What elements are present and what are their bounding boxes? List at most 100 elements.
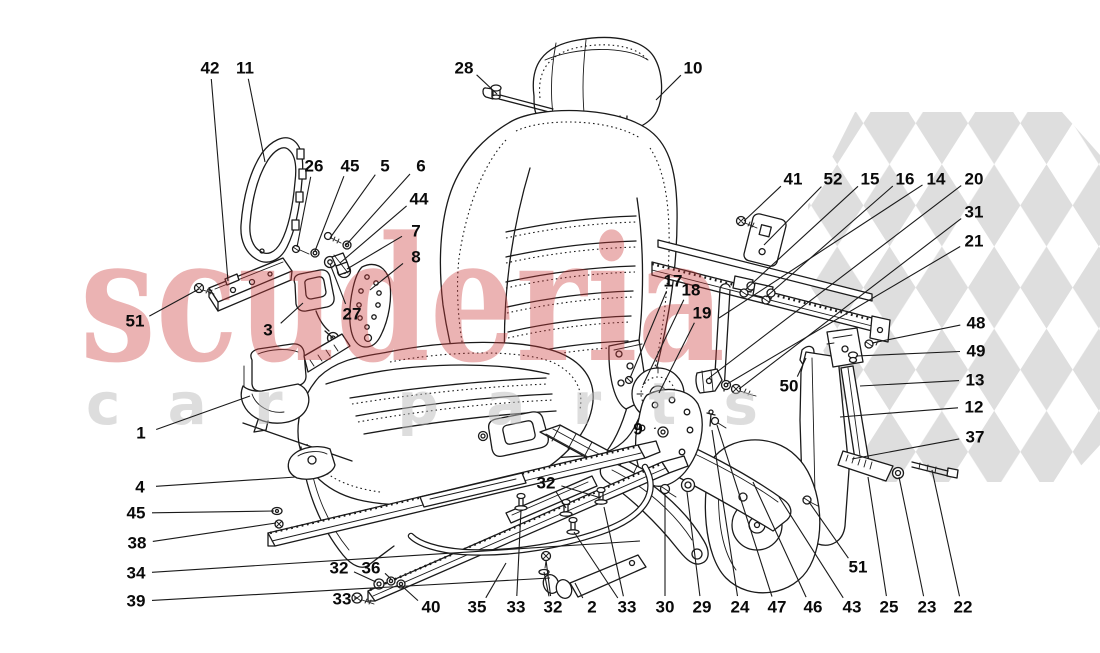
callout-leader-line: [369, 262, 404, 291]
callout-leader-line: [642, 299, 685, 386]
callout-leader-line: [871, 324, 961, 344]
callout-label: 4: [135, 478, 145, 497]
callout-leader-line: [329, 174, 376, 239]
belt-retractor: [240, 333, 351, 433]
callout-leader-line: [726, 246, 961, 385]
callout-leader-line: [296, 176, 312, 248]
callout-label: 38: [128, 534, 147, 553]
callout-leader-line: [543, 571, 550, 597]
callout-label: 27: [343, 305, 362, 324]
callout-leader-line: [345, 173, 411, 246]
callout-leader-line: [156, 395, 251, 431]
callout-label: 20: [965, 170, 984, 189]
callout-label: 8: [411, 248, 420, 267]
callout-label: 32: [544, 598, 563, 617]
callout-leader-line: [851, 438, 960, 460]
callout-leader-line: [155, 476, 297, 487]
watermark-tagline: car parts: [86, 370, 758, 438]
callout-label: 33: [618, 598, 637, 617]
callout-leader-line: [339, 205, 407, 264]
callout-label: 12: [965, 398, 984, 417]
callout-label: 48: [967, 314, 986, 333]
callout-label: 32: [330, 559, 349, 578]
callout-leader-line: [516, 509, 522, 597]
callout-label: 40: [422, 598, 441, 617]
callout-leader-line: [329, 263, 347, 305]
callout-label: 41: [784, 170, 803, 189]
callout-leader-line: [763, 186, 822, 246]
callout-leader-line: [658, 322, 695, 394]
callout-leader-line: [353, 571, 377, 583]
callout-label: 24: [731, 598, 750, 617]
callout-label: 2: [587, 598, 596, 617]
callout-leader-line: [149, 288, 200, 317]
t-stud: [514, 492, 528, 511]
callout-leader-line: [151, 540, 641, 573]
callout-label: 15: [861, 170, 880, 189]
callout-leader-line: [711, 429, 739, 597]
callout-label: 25: [880, 598, 899, 617]
callout-label: 45: [127, 504, 146, 523]
bumper-2: [542, 554, 647, 599]
headrest-guide-rod: [482, 84, 554, 114]
callout-leader-line: [738, 218, 962, 390]
callout-leader-line: [151, 577, 551, 601]
t-stud: [566, 516, 580, 535]
callout-leader-line: [561, 485, 602, 499]
callout-leader-line: [931, 469, 961, 597]
callout-leader-line: [545, 559, 552, 597]
callout-label: 22: [954, 598, 973, 617]
rail-rear: [267, 440, 661, 547]
callout-leader-line: [743, 185, 782, 222]
callout-leader-line: [247, 78, 266, 163]
callout-leader-line: [867, 476, 887, 597]
callout-label: 50: [780, 377, 799, 396]
callout-leader-line: [629, 290, 668, 379]
callout-leader-line: [346, 235, 403, 270]
callout-label: 49: [967, 342, 986, 361]
callout-label: 5: [380, 157, 389, 176]
callout-leader-line: [752, 481, 807, 598]
callout-leader-line: [603, 506, 624, 597]
callout-label: 47: [768, 598, 787, 617]
callout-label: 33: [507, 598, 526, 617]
callout-label: 46: [804, 598, 823, 617]
callout-leader-line: [898, 476, 925, 597]
callout-label: 19: [693, 304, 712, 323]
callout-label: 32: [537, 474, 556, 493]
callout-label: 13: [966, 371, 985, 390]
callout-leader-line: [152, 522, 277, 542]
callout-label: 26: [305, 157, 324, 176]
wedge-25: [837, 450, 894, 482]
callout-leader-line: [476, 74, 498, 95]
callout-leader-line: [655, 74, 682, 101]
callout-leader-line: [718, 184, 923, 319]
callout-label: 3: [263, 321, 272, 340]
callout-label: 14: [927, 170, 946, 189]
callout-label: 10: [684, 59, 703, 78]
callout-label: 17: [664, 272, 683, 291]
callout-label: 42: [201, 59, 220, 78]
callout-leader-line: [210, 78, 229, 282]
callout-label: 52: [824, 170, 843, 189]
callout-label: 29: [693, 598, 712, 617]
callout-leader-line: [796, 357, 807, 377]
callout-label: 18: [682, 281, 701, 300]
callout-label: 9: [633, 420, 642, 439]
callout-label: 37: [966, 428, 985, 447]
callout-leader-line: [384, 572, 392, 580]
callout-label: 28: [455, 59, 474, 78]
callout-leader-line: [859, 380, 960, 387]
callout-label: 51: [126, 312, 145, 331]
callout-leader-line: [716, 424, 773, 597]
handle-hardware: [837, 450, 959, 482]
callout-label: 34: [127, 564, 146, 583]
crossbar-assembly: [651, 213, 891, 392]
callout-label: 11: [236, 59, 254, 78]
callout-label: 39: [127, 592, 146, 611]
callout-label: 33: [333, 590, 352, 609]
watermark-brand: scuderia: [80, 198, 725, 401]
callout-label: 43: [843, 598, 862, 617]
callout-label: 7: [411, 222, 420, 241]
